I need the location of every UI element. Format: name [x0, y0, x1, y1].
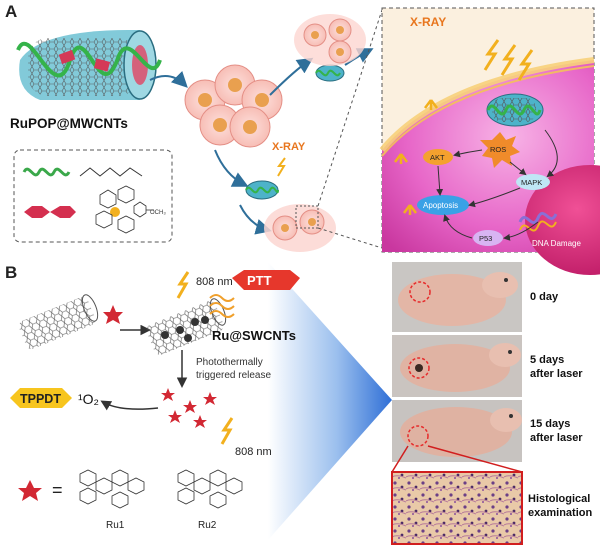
- swcnt-loaded: [146, 298, 227, 355]
- photo-label-1-line1: 5 days: [530, 354, 564, 366]
- rupop-mwcnts-label: RuPOP@MWCNTs: [10, 116, 128, 131]
- polymer-structure-icon: [79, 167, 143, 177]
- mouse-photo-day15: [392, 400, 522, 462]
- arrow-down-2: [239, 204, 272, 235]
- laser-bolt-top: [176, 271, 190, 299]
- node-dna-damage: DNA Damage: [532, 239, 581, 248]
- swcnt-plain: [18, 294, 99, 349]
- arrow-down: [214, 149, 249, 187]
- svg-text:P53: P53: [479, 234, 492, 243]
- ru-star-legend: [18, 480, 42, 501]
- arrow-up: [269, 57, 314, 96]
- ru2-label: Ru2: [198, 520, 217, 531]
- panel-b-label: B: [5, 263, 17, 282]
- small-tube-upper: [315, 64, 345, 82]
- ru-complex-structure: [95, 185, 154, 234]
- zoom-line-histo-left: [391, 445, 409, 473]
- ru1-structure: [79, 469, 145, 509]
- legend-box: [13, 149, 173, 243]
- xray-bolt-a: [277, 157, 286, 177]
- arrow-to-cells: [149, 70, 188, 88]
- histology-label-1: Histological: [528, 493, 590, 505]
- release-text-2: triggered release: [196, 370, 271, 381]
- zoom-line-top: [317, 9, 383, 207]
- ptt-badge: PTT: [232, 270, 300, 290]
- released-ru-stars: [161, 388, 217, 428]
- mouse-photo-day5: [392, 335, 522, 397]
- inset-nanotube: [486, 93, 544, 127]
- histology-image: [391, 471, 523, 545]
- wavelength-top: 808 nm: [196, 276, 233, 288]
- xray-label-inset: X-RAY: [410, 15, 446, 29]
- node-ros: ROS: [480, 132, 520, 168]
- ru-star-free: [103, 305, 123, 324]
- ru2-structure: [177, 469, 243, 509]
- svg-text:Apoptosis: Apoptosis: [423, 201, 458, 210]
- cell-cluster: [184, 64, 283, 148]
- svg-text:ROS: ROS: [490, 145, 506, 154]
- heat-waves-icon: [209, 294, 235, 318]
- complex-legend-icon: [24, 206, 76, 218]
- tppdt-badge: TPPDT: [10, 388, 72, 408]
- histology-label-2: examination: [528, 507, 592, 519]
- node-akt: AKT: [423, 149, 453, 165]
- xray-bolts-inset: [483, 39, 534, 81]
- node-apoptosis: Apoptosis: [417, 195, 469, 215]
- photo-label-2-line2: after laser: [530, 432, 583, 444]
- zoom-line-bottom: [317, 227, 383, 249]
- wavelength-bottom: 808 nm: [235, 446, 272, 458]
- panel-a-label: A: [5, 2, 17, 21]
- laser-bolt-bottom: [220, 417, 234, 445]
- ru1-label: Ru1: [106, 520, 125, 531]
- node-p53: P53: [473, 230, 503, 246]
- pathway-arrows: [436, 129, 558, 241]
- small-tube-lower: [245, 180, 279, 200]
- xray-label-a: X-RAY: [272, 141, 306, 153]
- dead-cells-upper: [294, 14, 366, 66]
- polymer-legend-icon: [22, 167, 71, 177]
- svg-text:PTT: PTT: [247, 273, 272, 288]
- receptor-icons: [394, 99, 438, 215]
- equals-sign: =: [52, 480, 63, 500]
- photo-label-1-line2: after laser: [530, 368, 583, 380]
- svg-text:MAPK: MAPK: [521, 178, 542, 187]
- photo-label-0: 0 day: [530, 291, 559, 303]
- svg-text:TPPDT: TPPDT: [20, 392, 61, 406]
- arrow-to-tppdt: [100, 400, 159, 411]
- svg-text:AKT: AKT: [430, 153, 445, 162]
- node-mapk: MAPK: [516, 174, 550, 190]
- mwcnt-illustration: [16, 30, 162, 100]
- photo-label-2-line1: 15 days: [530, 418, 570, 430]
- release-text-1: Photothermally: [196, 357, 263, 368]
- och3-label: OCH₃: [150, 210, 166, 216]
- singlet-oxygen-label: ¹O₂: [78, 391, 99, 407]
- mouse-photo-day0: [392, 262, 522, 332]
- big-transition-arrow: [268, 262, 392, 540]
- ru-swcnts-label: Ru@SWCNTs: [212, 328, 296, 343]
- zoom-line-histo-right: [427, 445, 523, 473]
- treated-cells-lower: [264, 204, 336, 252]
